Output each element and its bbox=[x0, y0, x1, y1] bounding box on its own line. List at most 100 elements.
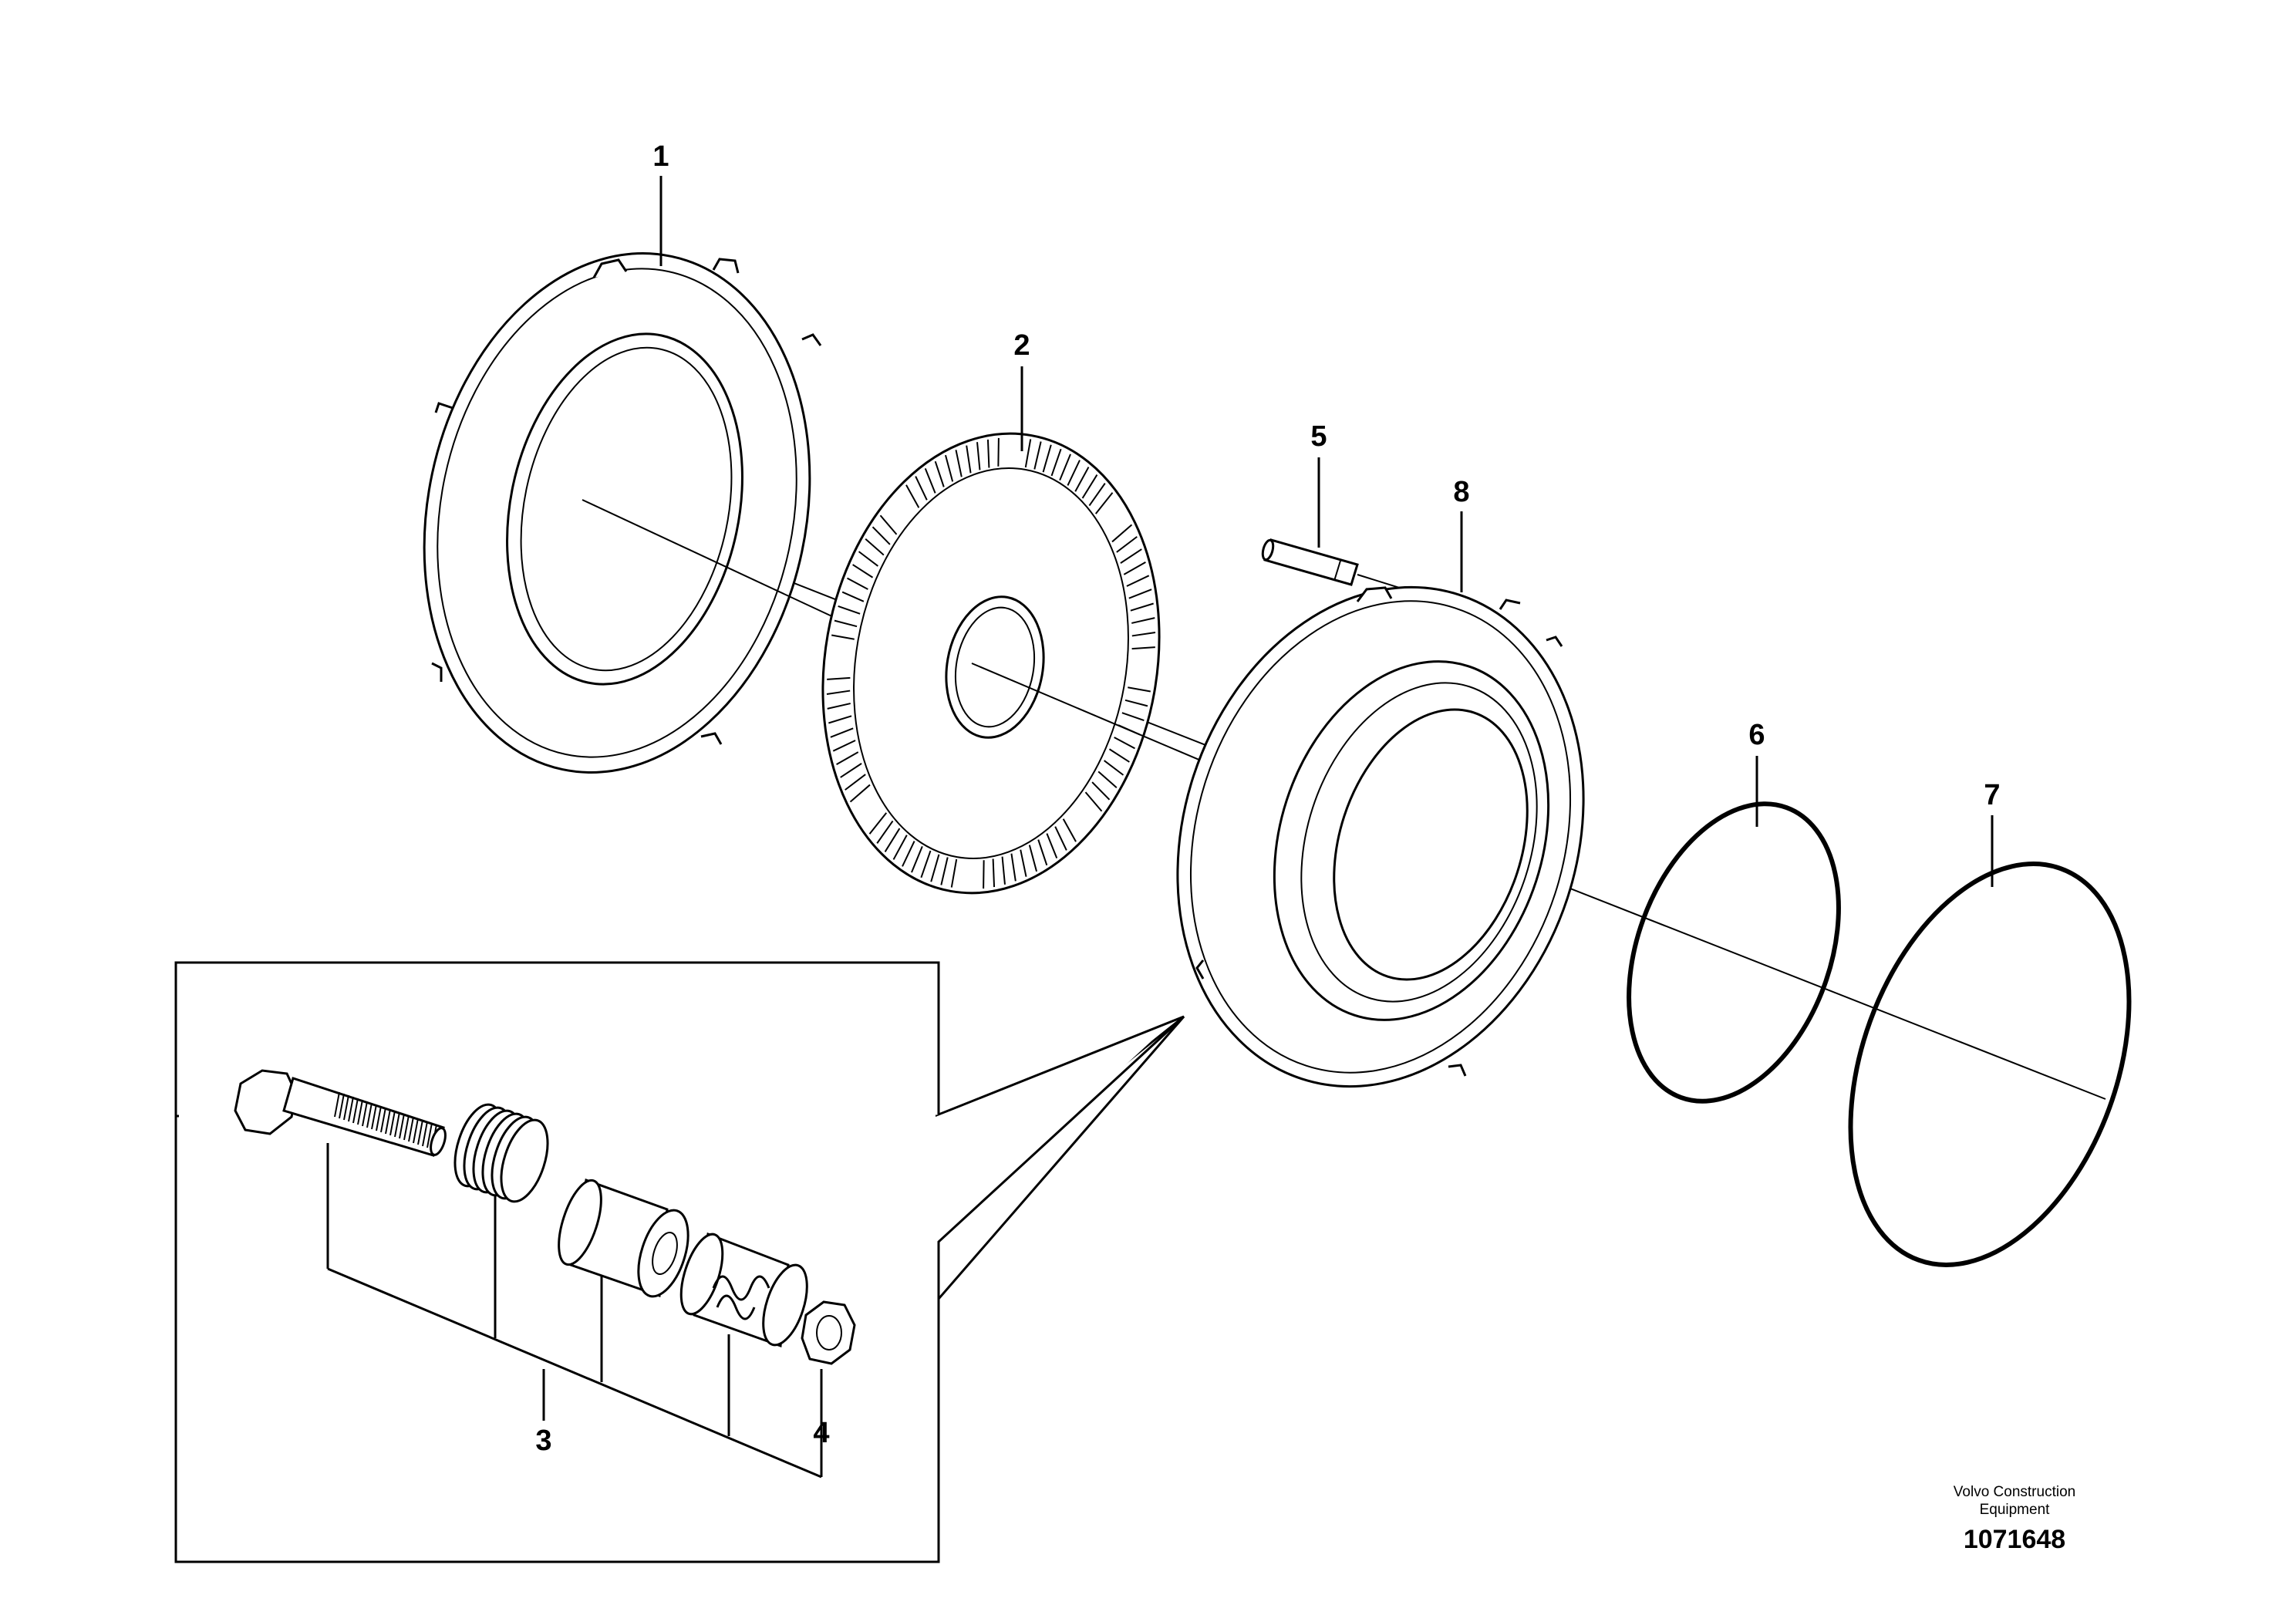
hatch-line-2-30 bbox=[892, 835, 908, 860]
hatch-line-0-9 bbox=[1084, 791, 1103, 812]
thread-line bbox=[376, 1105, 382, 1131]
part-7-o-ring bbox=[1848, 862, 2132, 1267]
hatch-line-5-63 bbox=[934, 460, 945, 487]
hatch-line-6-73 bbox=[1033, 441, 1042, 470]
hatch-line-7-88 bbox=[1126, 575, 1150, 587]
hatch-line-1-13 bbox=[1054, 826, 1067, 851]
thread-line bbox=[417, 1119, 423, 1145]
hatch-line-7-87 bbox=[1123, 561, 1146, 575]
part-1-plate bbox=[423, 252, 838, 774]
hatch-line-1-19 bbox=[1001, 856, 1006, 885]
callout-2: 2 bbox=[1013, 329, 1030, 362]
thread-line bbox=[380, 1107, 386, 1133]
thread-line bbox=[385, 1108, 391, 1135]
thread-line bbox=[357, 1099, 363, 1125]
hatch-line-0-6 bbox=[1104, 760, 1124, 776]
callout-1: 1 bbox=[652, 140, 669, 173]
hatch-line-4-52 bbox=[847, 577, 868, 590]
hatch-line-2-26 bbox=[930, 854, 940, 882]
hatch-line-2-28 bbox=[911, 845, 923, 873]
hatch-line-0-8 bbox=[1091, 781, 1111, 801]
callout-8: 8 bbox=[1453, 476, 1469, 508]
thread-line bbox=[422, 1121, 428, 1147]
hatch-line-3-45 bbox=[827, 676, 851, 680]
hatch-line-3-36 bbox=[849, 784, 871, 803]
hatch-line-3-41 bbox=[830, 727, 854, 738]
hatch-line-3-37 bbox=[845, 774, 866, 791]
hatch-line-6-76 bbox=[1059, 454, 1071, 481]
bolt-thread bbox=[334, 1091, 437, 1150]
hatch-line-0-0 bbox=[1128, 686, 1151, 693]
thread-line bbox=[334, 1091, 340, 1118]
hatch-line-3-43 bbox=[827, 703, 851, 710]
hatch-line-2-25 bbox=[940, 857, 949, 885]
credit-line-1: Volvo Construction bbox=[1954, 1484, 2075, 1500]
part-2-friction-disc bbox=[821, 432, 1227, 895]
thread-line bbox=[394, 1111, 400, 1138]
hatch-line-1-12 bbox=[1062, 818, 1077, 842]
thread-line bbox=[348, 1096, 354, 1122]
hatch-line-0-4 bbox=[1114, 737, 1135, 750]
callout-3: 3 bbox=[535, 1425, 551, 1457]
thread-line bbox=[426, 1122, 433, 1148]
thread-line bbox=[362, 1101, 368, 1127]
hatch-line-2-33 bbox=[868, 812, 888, 835]
hatch-line-6-78 bbox=[1074, 467, 1090, 492]
hatch-line-0-1 bbox=[1124, 699, 1148, 707]
hatch-line-5-65 bbox=[955, 450, 963, 477]
hatch-line-5-62 bbox=[924, 467, 936, 494]
hatch-line-5-61 bbox=[915, 476, 928, 501]
part-6-o-ring bbox=[1627, 801, 1841, 1104]
spring-sleeve bbox=[679, 1232, 808, 1348]
hatch-line-0-7 bbox=[1097, 771, 1118, 788]
hatch-line-4-56 bbox=[872, 526, 891, 545]
thread-line bbox=[366, 1102, 373, 1128]
hatch-line-6-77 bbox=[1067, 460, 1081, 486]
hatch-line-3-42 bbox=[828, 715, 852, 724]
spring-coil bbox=[500, 1118, 549, 1203]
hatch-line-1-16 bbox=[1028, 845, 1038, 872]
hatch-line-2-27 bbox=[920, 850, 932, 878]
hatch-line-4-51 bbox=[841, 591, 865, 602]
credit-line-2: Equipment bbox=[1980, 1502, 2051, 1518]
hatch-line-1-18 bbox=[1010, 853, 1017, 882]
hatch-line-2-24 bbox=[950, 858, 958, 888]
hatch-line-7-90 bbox=[1130, 602, 1154, 612]
hatch-line-1-20 bbox=[992, 858, 996, 888]
callout-6: 6 bbox=[1748, 719, 1765, 751]
thread-line bbox=[403, 1114, 410, 1141]
thread-line bbox=[389, 1110, 396, 1136]
hatch-line-4-55 bbox=[865, 538, 885, 556]
hatch-line-6-74 bbox=[1042, 444, 1052, 473]
hatch-line-5-68 bbox=[986, 439, 990, 468]
hatch-line-1-17 bbox=[1020, 849, 1027, 877]
nut bbox=[801, 1300, 856, 1365]
hatch-line-2-31 bbox=[884, 828, 901, 852]
hatch-line-4-49 bbox=[834, 619, 858, 628]
spring-coils bbox=[453, 1103, 549, 1203]
thread-line bbox=[413, 1118, 419, 1144]
thread-line bbox=[339, 1093, 345, 1119]
hatch-line-6-81 bbox=[1094, 492, 1114, 514]
document-number: 1071648 bbox=[1964, 1525, 2065, 1554]
hatch-line-0-2 bbox=[1121, 712, 1145, 722]
hatch-line-0-5 bbox=[1108, 748, 1130, 763]
hatch-line-7-84 bbox=[1111, 524, 1133, 543]
hatch-line-7-85 bbox=[1116, 536, 1138, 553]
part-5-pin bbox=[1261, 538, 1420, 595]
hatch-line-1-15 bbox=[1037, 839, 1048, 866]
bushing bbox=[558, 1178, 689, 1298]
hatch-line-4-57 bbox=[879, 514, 898, 535]
hatch-line-7-92 bbox=[1131, 632, 1156, 637]
hatch-line-3-40 bbox=[832, 740, 856, 752]
hatch-line-4-54 bbox=[858, 551, 878, 567]
hatch-line-4-50 bbox=[838, 605, 861, 615]
hatch-line-6-75 bbox=[1050, 448, 1062, 477]
hatch-line-6-72 bbox=[1024, 439, 1032, 468]
callout-5: 5 bbox=[1310, 420, 1327, 453]
part-8-piston bbox=[1176, 585, 1585, 1088]
hatch-line-2-32 bbox=[876, 820, 894, 844]
thread-line bbox=[408, 1116, 414, 1142]
friction-hatch bbox=[826, 437, 1156, 889]
